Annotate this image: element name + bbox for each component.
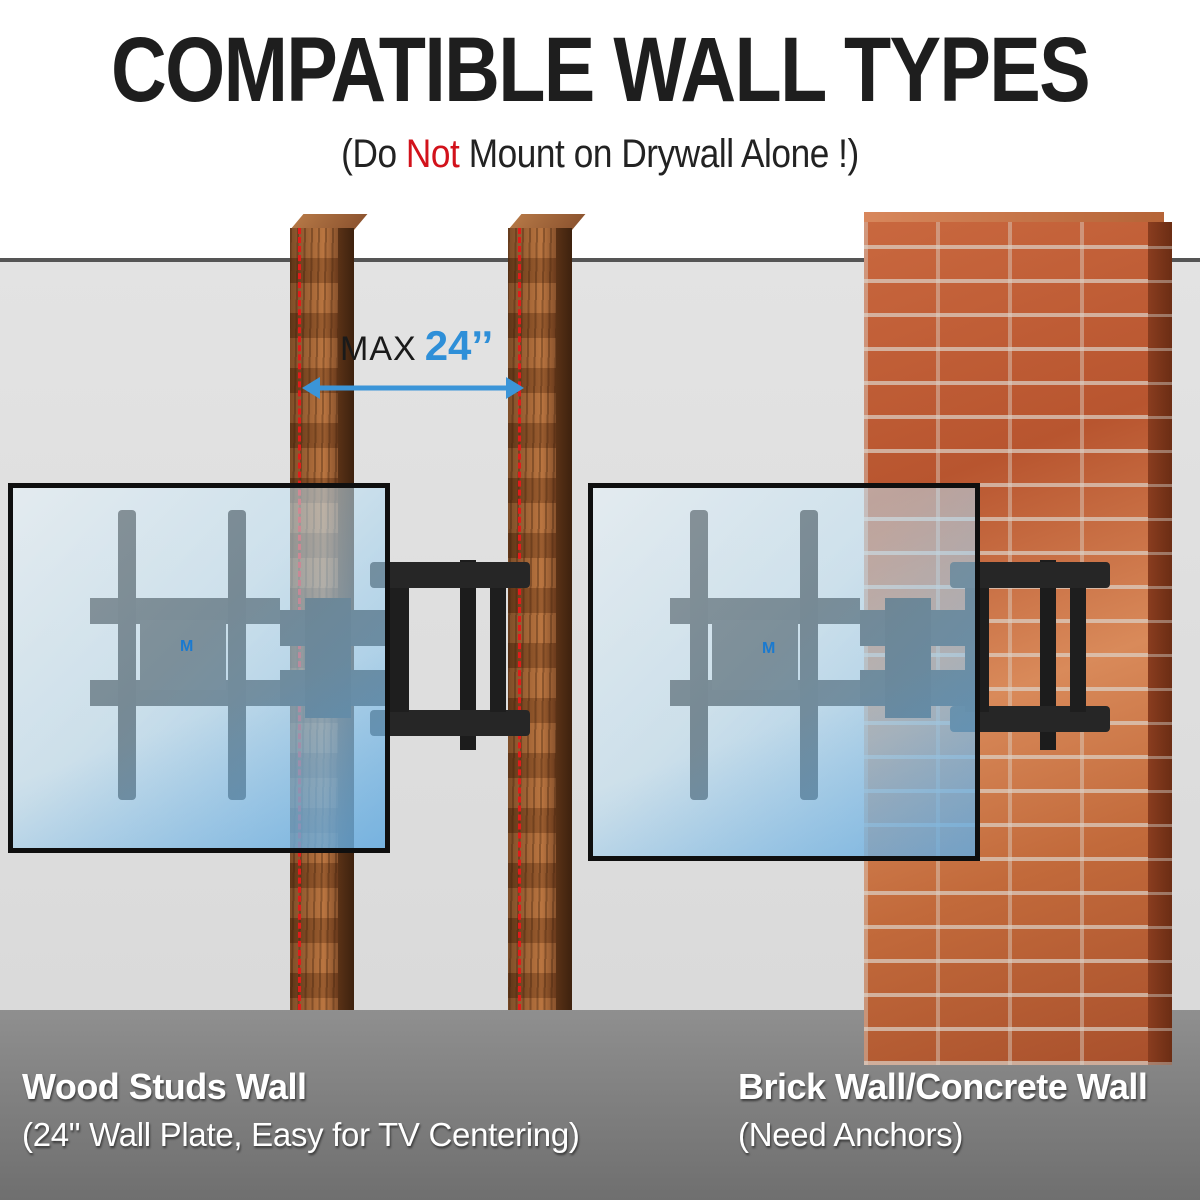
subtitle-suffix: Mount on Drywall Alone !) (459, 132, 860, 176)
measure-label: MAX (340, 330, 417, 368)
tv-screen-left (8, 483, 390, 853)
wood-studs-title: Wood Studs Wall (22, 1066, 307, 1107)
brand-logo-icon: M (180, 638, 194, 655)
stud-center-line-right (518, 228, 521, 1010)
page-subtitle: (Do Not Mount on Drywall Alone !) (72, 132, 1128, 177)
brick-wall-title: Brick Wall/Concrete Wall (738, 1066, 1148, 1107)
tv-screen-right (588, 483, 980, 861)
wood-studs-note: (24" Wall Plate, Easy for TV Centering) (22, 1116, 580, 1153)
brand-logo-icon-right: M (762, 640, 776, 657)
wood-stud-right-side (556, 228, 572, 1010)
subtitle-prefix: (Do (341, 132, 406, 176)
wood-studs-caption: Wood Studs Wall (24" Wall Plate, Easy fo… (22, 1066, 580, 1154)
brick-wall-note: (Need Anchors) (738, 1116, 964, 1153)
subtitle-warning: Not (405, 132, 460, 176)
wood-stud-right (508, 228, 556, 1010)
page-title: COMPATIBLE WALL TYPES (111, 19, 1091, 121)
double-headed-arrow-icon (302, 377, 524, 399)
measure-value: 24’’ (424, 322, 494, 369)
brick-wall-side (1148, 222, 1172, 1065)
brick-wall-caption: Brick Wall/Concrete Wall (Need Anchors) (738, 1066, 1148, 1154)
